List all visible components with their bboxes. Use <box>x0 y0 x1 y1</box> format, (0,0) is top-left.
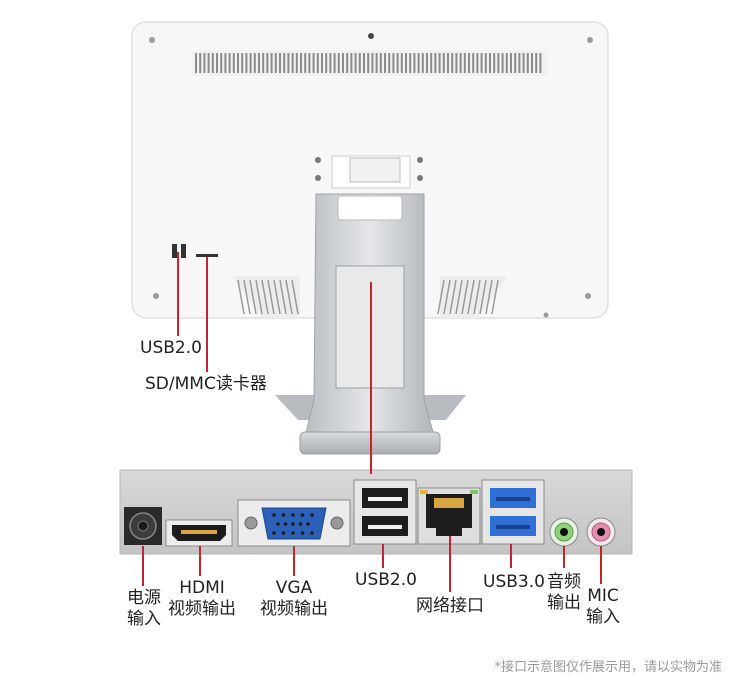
top-vent <box>192 50 548 76</box>
vent-slat <box>461 279 469 315</box>
vent-slat <box>285 279 293 315</box>
label-audio-line1: 音频 <box>547 572 581 592</box>
bottom-vent-right <box>437 276 508 318</box>
vent-slat <box>267 279 275 315</box>
leader-lines <box>142 252 602 592</box>
vga-pin <box>291 513 295 517</box>
label-audio-output: 音频 输出 <box>542 572 586 614</box>
label-mic-input: MIC 输入 <box>582 586 624 628</box>
vent-slat <box>485 279 493 315</box>
vga-pin <box>281 513 286 517</box>
label-mic-line1: MIC <box>587 586 619 606</box>
vga-pin <box>300 531 305 535</box>
label-vga-line2: 视频输出 <box>260 599 328 619</box>
vga-pin <box>306 522 310 526</box>
vga-pin <box>291 531 295 535</box>
label-lan: 网络接口 <box>416 596 484 616</box>
usb20-ports <box>353 479 417 545</box>
vent-slat <box>473 279 481 315</box>
vent-slat <box>491 279 499 315</box>
mic-in-jack <box>586 517 616 547</box>
vent-slat <box>279 279 287 315</box>
vga-port <box>237 499 351 547</box>
hdmi-port <box>165 519 233 547</box>
vent-slat <box>449 279 457 315</box>
label-audio-line2: 输出 <box>547 593 581 613</box>
label-vga-line1: VGA <box>275 578 313 598</box>
vga-pin <box>310 513 314 517</box>
label-power-input: 电源 输入 <box>122 588 166 630</box>
label-hdmi-output: HDMI 视频输出 <box>164 578 240 620</box>
vent-slat <box>443 279 451 315</box>
label-power-line1: 电源 <box>127 588 161 608</box>
vga-pin <box>291 522 295 526</box>
bottom-vent-left <box>232 276 300 318</box>
power-jack <box>124 507 162 545</box>
vent-slat <box>437 279 445 315</box>
io-panel <box>119 469 633 555</box>
vent-slat <box>455 279 463 315</box>
vent-slat <box>255 279 263 315</box>
vent-slat <box>273 279 281 315</box>
label-sd-card-reader: SD/MMC读卡器 <box>145 374 267 394</box>
sd-card-slot <box>196 254 218 257</box>
vent-slat <box>249 279 257 315</box>
label-mic-line2: 输入 <box>586 607 620 627</box>
vent-slat <box>237 279 245 315</box>
vent-slat <box>467 279 475 315</box>
label-vga-output: VGA 视频输出 <box>252 578 336 620</box>
usb30-ports <box>481 479 545 545</box>
lan-port <box>417 487 481 545</box>
label-hdmi-line1: HDMI <box>179 578 225 598</box>
screw-holes <box>149 37 593 318</box>
vga-pin <box>281 531 286 535</box>
label-power-line2: 输入 <box>127 609 161 629</box>
disclaimer-note: *接口示意图仅作展示用，请以实物为准 <box>494 660 722 675</box>
vga-pin <box>272 513 276 517</box>
vga-pin <box>276 522 280 526</box>
vga-pin <box>272 531 276 535</box>
vga-pin <box>298 522 303 526</box>
label-side-usb20: USB2.0 <box>140 338 202 358</box>
vga-pin <box>283 522 288 526</box>
label-usb30: USB3.0 <box>483 572 545 592</box>
webcam <box>368 33 374 39</box>
label-hdmi-line2: 视频输出 <box>168 599 236 619</box>
vga-pin <box>300 513 305 517</box>
side-usb-ports <box>172 244 186 258</box>
vesa-mount-plate <box>315 155 423 189</box>
audio-out-jack <box>549 517 579 547</box>
vent-slat <box>261 279 269 315</box>
label-usb20: USB2.0 <box>355 570 417 590</box>
vent-slat <box>479 279 487 315</box>
vent-slat <box>291 279 299 315</box>
vent-slat <box>243 279 251 315</box>
vga-pin <box>310 531 314 535</box>
